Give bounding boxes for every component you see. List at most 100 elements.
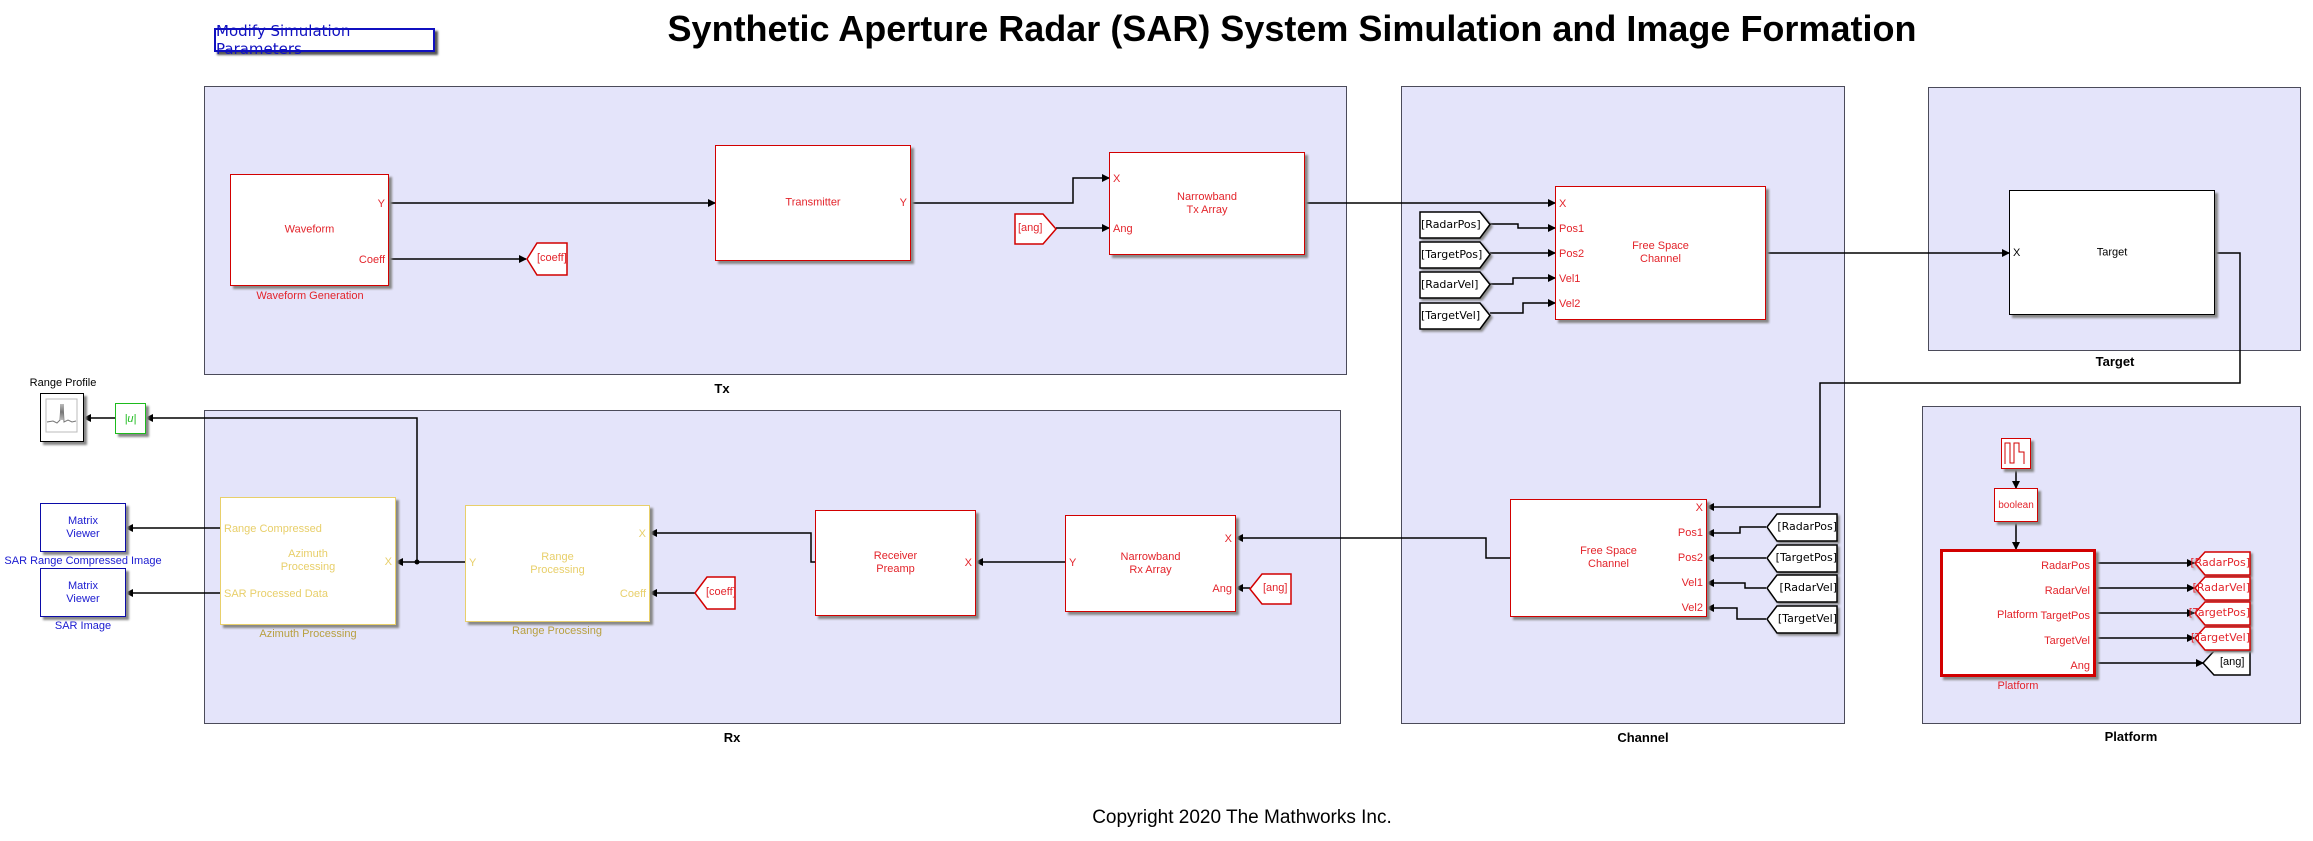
azimuth-processing-block[interactable]: Azimuth Processing Range Compressed SAR … — [220, 497, 396, 625]
coeff-goto-shape — [526, 242, 568, 276]
channel-from-tag-bottom-3-shape — [1766, 605, 1838, 634]
transmitter-block-name: Transmitter — [785, 196, 841, 209]
narrowband-rx-array-block[interactable]: Narrowband Rx Array Y X Ang — [1065, 515, 1236, 612]
fsc-rx-port-x: X — [1695, 502, 1703, 514]
fsc-tx-port-pos2: Pos2 — [1559, 248, 1585, 260]
ang-from-tag-tx[interactable]: [ang] — [1018, 222, 1043, 234]
rx-array-port-y: Y — [1069, 557, 1077, 569]
range-processing-label: Range Processing — [512, 625, 602, 637]
wire-targetvel-vel2 — [1490, 299, 1556, 314]
channel-from-tag-bottom-2[interactable]: [RadarVel] — [1766, 574, 1841, 606]
platform-goto-tag-0[interactable]: [RadarPos] — [2190, 551, 2254, 579]
ang-from-tx-shape — [1014, 213, 1057, 245]
ang-from-tag-rx[interactable]: [ang] — [1263, 582, 1288, 594]
coeff-from-tag-rx[interactable]: [coeff] — [706, 586, 736, 598]
sar-image-label: SAR Image — [54, 620, 112, 632]
receiver-block-name: Receiver Preamp — [873, 550, 918, 575]
ang-goto-tag[interactable]: [ang] — [2220, 656, 2245, 668]
channel-from-tag-bottom-1[interactable]: [TargetPos] — [1766, 544, 1841, 576]
channel-from-tag-top-1-shape — [1419, 241, 1491, 269]
target-block-name: Target — [2096, 246, 2128, 258]
coeff-goto-tag[interactable]: [coeff] — [537, 252, 567, 264]
platform-goto-tag-3-shape — [2194, 626, 2251, 651]
matrix-viewer-sar-image[interactable]: Matrix Viewer — [40, 568, 126, 617]
waveform-generation-label: Waveform Generation — [256, 290, 364, 302]
platform-goto-tag-3-text: [TargetVel] — [2190, 631, 2250, 644]
waveform-block-name: Waveform — [284, 223, 335, 236]
wire-radarvel-vel1 — [1490, 274, 1556, 285]
azimuth-port-sar-processed: SAR Processed Data — [224, 588, 328, 600]
channel-from-tag-top-2-shape — [1419, 271, 1491, 299]
free-space-channel-tx-block[interactable]: Free Space Channel X Pos1 Pos2 Vel1 Vel2 — [1555, 186, 1766, 320]
platform-goto-tag-1[interactable]: [RadarVel] — [2193, 576, 2254, 604]
waveform-block[interactable]: Waveform Y Coeff — [230, 174, 389, 286]
channel-from-tag-bottom-1-text: [TargetPos] — [1775, 551, 1837, 564]
channel-from-tag-top-0[interactable]: [RadarPos] — [1419, 211, 1494, 242]
transmitter-block[interactable]: Transmitter Y — [715, 145, 911, 261]
rx-array-port-ang: Ang — [1212, 583, 1232, 595]
wire-rx-radarvel — [1706, 579, 1766, 589]
azimuth-block-name: Azimuth Processing — [280, 548, 336, 573]
range-proc-port-x: X — [638, 528, 646, 540]
platform-block-name: Platform — [1997, 609, 2038, 621]
channel-from-tag-bottom-3[interactable]: [TargetVel] — [1766, 605, 1841, 637]
channel-from-tag-top-1[interactable]: [TargetPos] — [1419, 241, 1494, 272]
target-block[interactable]: Target X — [2009, 190, 2215, 315]
free-space-channel-rx-block[interactable]: Free Space Channel X Pos1 Pos2 Vel1 Vel2 — [1510, 499, 1707, 617]
fsc-rx-port-pos2: Pos2 — [1677, 552, 1703, 564]
boolean-convert-block[interactable]: boolean — [1994, 488, 2038, 522]
channel-from-tag-top-2[interactable]: [RadarVel] — [1419, 271, 1494, 302]
platform-goto-tag-3[interactable]: [TargetVel] — [2190, 626, 2254, 654]
channel-from-tag-top-1-text: [TargetPos] — [1421, 247, 1483, 261]
matrix-viewer-2-name: Matrix Viewer — [66, 579, 100, 605]
matrix-viewer-range-compressed[interactable]: Matrix Viewer — [40, 503, 126, 552]
channel-from-tag-bottom-0-text: [RadarPos] — [1777, 520, 1837, 533]
channel-from-tag-top-3-shape — [1419, 302, 1491, 330]
platform-block[interactable]: Platform RadarPos RadarVel TargetPos Tar… — [1940, 549, 2096, 677]
platform-goto-tag-2-text: [TargetPos] — [2188, 606, 2250, 619]
azimuth-port-x: X — [384, 556, 392, 568]
channel-from-tag-bottom-2-text: [RadarVel] — [1779, 581, 1837, 594]
fsc-rx-port-vel2: Vel2 — [1681, 602, 1703, 614]
channel-from-tag-bottom-2-shape — [1766, 574, 1838, 603]
sar-range-compressed-image-label: SAR Range Compressed Image — [4, 555, 162, 567]
range-proc-port-coeff: Coeff — [619, 588, 646, 600]
tx-array-block-name: Narrowband Tx Array — [1177, 190, 1237, 216]
platform-goto-tag-1-shape — [2194, 576, 2251, 601]
channel-from-tag-top-3-text: [TargetVel] — [1421, 308, 1481, 322]
tx-area-label: Tx — [714, 381, 730, 396]
channel-from-tag-top-2-text: [RadarVel] — [1421, 277, 1479, 291]
wire-transmitter-to-txarray — [911, 174, 1110, 204]
boolean-block-name: boolean — [1998, 499, 2034, 511]
pulse-waveform-icon — [2004, 442, 2025, 464]
receiver-preamp-block[interactable]: Receiver Preamp X — [815, 510, 976, 616]
abs-block[interactable]: |u| — [115, 403, 146, 434]
narrowband-tx-array-block[interactable]: Narrowband Tx Array X Ang — [1109, 152, 1305, 255]
channel-from-tag-top-3[interactable]: [TargetVel] — [1419, 302, 1494, 333]
range-profile-scope[interactable] — [40, 393, 84, 442]
waveform-port-y: Y — [377, 198, 385, 210]
tx-array-port-ang: Ang — [1113, 223, 1133, 235]
platform-port-ang: Ang — [2070, 660, 2090, 672]
channel-from-tag-bottom-3-text: [TargetVel] — [1777, 612, 1837, 625]
fsc-rx-port-pos1: Pos1 — [1677, 527, 1703, 539]
channel-from-tag-top-0-text: [RadarPos] — [1421, 217, 1481, 231]
platform-goto-tag-0-shape — [2194, 551, 2251, 576]
scope-plot-icon — [45, 398, 78, 433]
platform-goto-tag-0-text: [RadarPos] — [2190, 556, 2250, 569]
pulse-generator-block[interactable] — [2001, 438, 2031, 469]
channel-area-label: Channel — [1617, 730, 1669, 745]
tx-array-port-x: X — [1113, 173, 1121, 185]
branch-point — [414, 559, 420, 565]
range-processing-block[interactable]: Range Processing Y X Coeff — [465, 505, 650, 622]
rx-array-port-x: X — [1224, 533, 1232, 545]
platform-goto-tag-2-shape — [2194, 601, 2251, 626]
fsc-tx-port-vel2: Vel2 — [1559, 298, 1581, 310]
platform-area-label: Platform — [2104, 729, 2158, 744]
platform-goto-tag-2[interactable]: [TargetPos] — [2189, 601, 2254, 629]
diagram-title: Synthetic Aperture Radar (SAR) System Si… — [667, 8, 1917, 49]
azimuth-port-range-compressed: Range Compressed — [224, 523, 322, 535]
ang-goto-platform-shape — [2201, 650, 2251, 676]
channel-from-tag-bottom-0[interactable]: [RadarPos] — [1766, 513, 1841, 545]
transmitter-port-y: Y — [899, 197, 907, 209]
